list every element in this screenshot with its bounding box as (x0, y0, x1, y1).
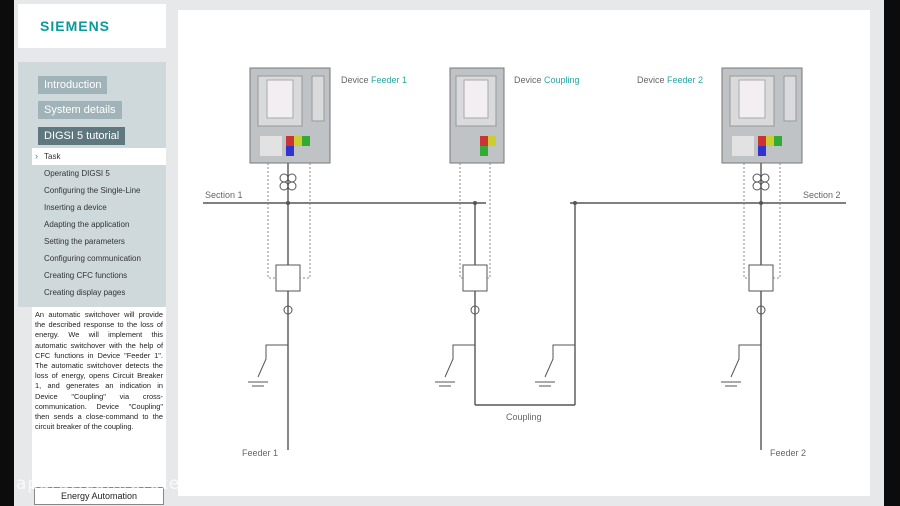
menu-item-operating[interactable]: Operating DIGSI 5 (44, 169, 110, 178)
menu-item-display[interactable]: Creating display pages (44, 288, 126, 297)
energy-automation-button[interactable]: Energy Automation (34, 487, 164, 505)
device-label-feeder-1: Device Feeder 1 (341, 75, 408, 85)
coupling-bay (435, 67, 576, 406)
tutorial-menu: Task Operating DIGSI 5 Configuring the S… (32, 148, 166, 301)
menu-item-cfc[interactable]: Creating CFC functions (44, 271, 128, 280)
menu-item-parameters[interactable]: Setting the parameters (44, 237, 125, 246)
menu-item-communication[interactable]: Configuring communication (44, 254, 141, 263)
section-2-label: Section 2 (803, 190, 841, 200)
feeder-2-label: Feeder 2 (770, 448, 807, 458)
section-1-label: Section 1 (205, 190, 243, 200)
menu-item-single-line[interactable]: Configuring the Single-Line (44, 186, 141, 195)
logo-box: SIEMENS (18, 4, 166, 48)
feeder-1-bay (248, 67, 331, 450)
coupling-label: Coupling (506, 412, 542, 422)
device-label-feeder-2: Device Feeder 2 (637, 75, 704, 85)
siemens-logo: SIEMENS (40, 18, 111, 34)
description-text: An automatic switchover will provide the… (32, 307, 166, 489)
tab-system-details[interactable]: System details (38, 101, 122, 119)
tab-introduction[interactable]: Introduction (38, 76, 108, 94)
menu-item-inserting[interactable]: Inserting a device (44, 203, 107, 212)
menu-item-task[interactable]: Task (32, 148, 166, 165)
tab-digsi-tutorial[interactable]: DIGSI 5 tutorial (38, 127, 126, 145)
device-label-coupling: Device Coupling (514, 75, 580, 85)
menu-item-adapting[interactable]: Adapting the application (44, 220, 130, 229)
feeder-2-bay (721, 67, 803, 450)
feeder-1-label: Feeder 1 (242, 448, 279, 458)
diagram-canvas: Device Feeder 1 Device Coupling Device F… (178, 10, 870, 496)
single-line-diagram (203, 67, 846, 450)
watermark-text: aparat.com/protectionrelayir (16, 474, 288, 494)
